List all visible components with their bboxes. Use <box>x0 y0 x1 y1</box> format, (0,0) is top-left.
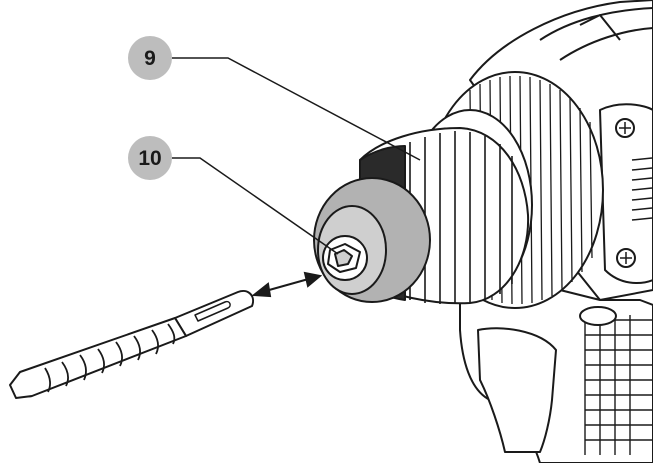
callout-10-badge <box>128 136 172 180</box>
callout-9-leader <box>172 57 421 161</box>
chuck-jaws <box>322 235 368 281</box>
direction-button <box>579 306 617 326</box>
chuck-assembly <box>313 71 604 309</box>
drill-bit-flutes <box>14 317 187 398</box>
callout-9-number: 9 <box>144 47 156 70</box>
trigger <box>477 327 557 453</box>
housing-ridge <box>539 7 653 61</box>
housing-side-panel <box>599 103 653 284</box>
drill-bit-spiral <box>44 323 176 393</box>
drill-bit-tip <box>9 371 33 399</box>
callout-10: 10 <box>128 136 339 255</box>
insert-arrow <box>251 271 323 298</box>
vent-slots <box>631 157 653 221</box>
callout-9-badge <box>128 36 172 80</box>
callout-9: 9 <box>128 36 421 161</box>
callout-10-leader <box>172 157 339 255</box>
drill-bit <box>9 290 254 399</box>
callout-10-number: 10 <box>138 147 161 170</box>
grip-texture <box>584 315 653 455</box>
